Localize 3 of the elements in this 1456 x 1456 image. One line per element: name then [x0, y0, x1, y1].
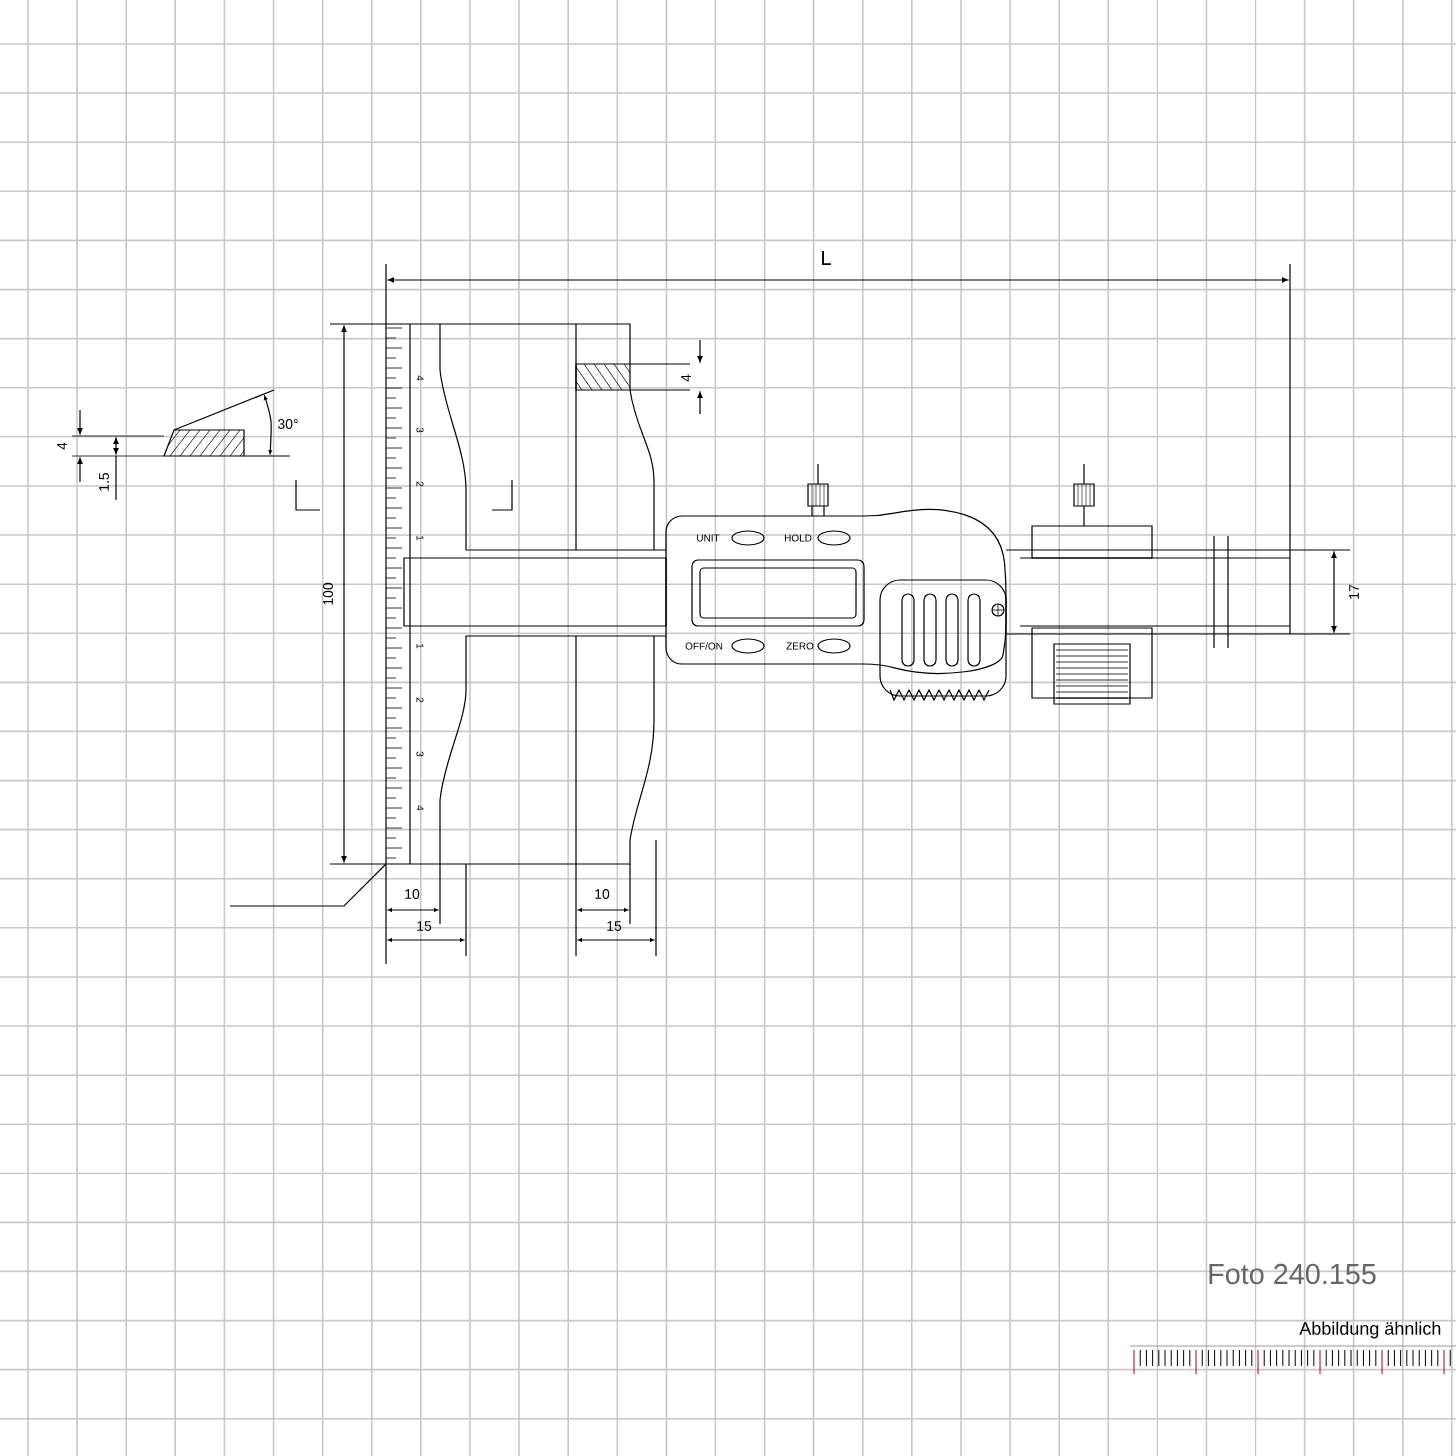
- caption: Abbildung ähnlich: [1299, 1321, 1441, 1339]
- photo-number: Foto 240.155: [1209, 1263, 1376, 1285]
- dimension-label: L: [822, 251, 831, 265]
